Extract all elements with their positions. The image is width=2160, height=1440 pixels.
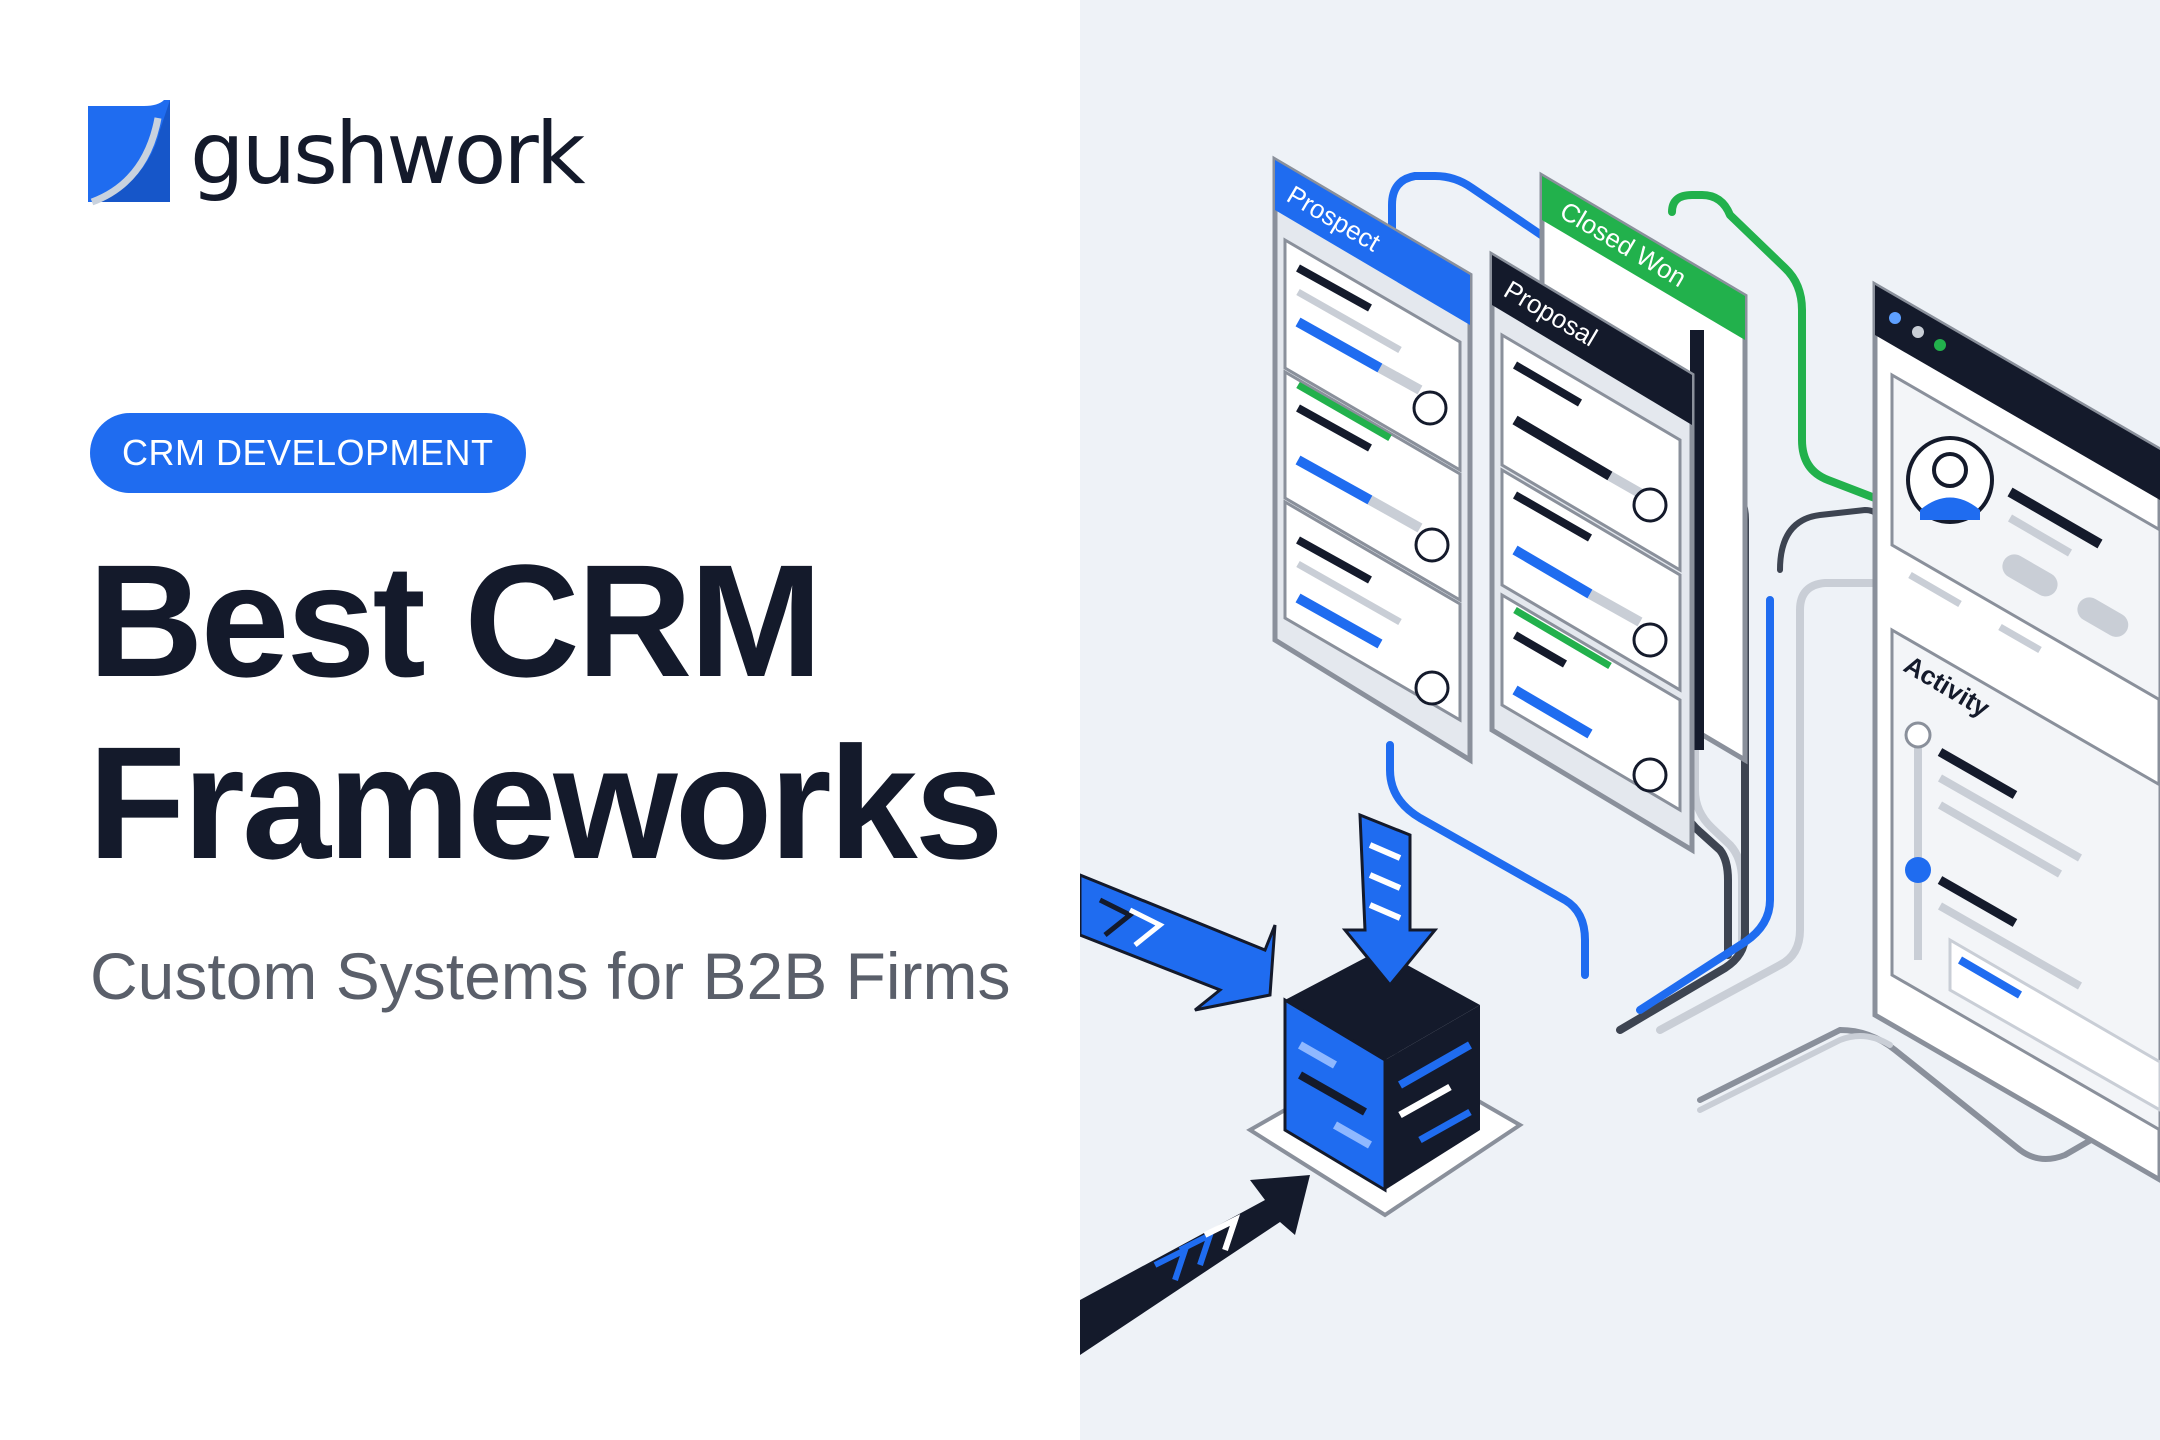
- column-prospect: Prospect: [1272, 155, 1473, 765]
- title-line-1: Best CRM: [88, 531, 823, 710]
- prospect-cards: [1283, 237, 1462, 723]
- column-proposal: Proposal: [1489, 250, 1695, 855]
- window-dot: [1912, 326, 1924, 338]
- window-dot: [1889, 312, 1901, 324]
- text-panel: gushwork CRM DEVELOPMENT Best CRM Framew…: [88, 100, 1011, 1013]
- arrow-right-icon: [1080, 873, 1277, 1012]
- category-tag: CRM DEVELOPMENT: [90, 413, 526, 493]
- folded-page-logo-icon: [88, 100, 170, 206]
- arrow-up-right-icon: [1080, 1175, 1310, 1355]
- title-line-2: Frameworks: [88, 713, 1004, 892]
- brand-name: gushwork: [190, 104, 586, 204]
- illustration-panel: Closed Won Prospect: [1080, 0, 2160, 1440]
- incoming-arrows: [1080, 873, 1310, 1355]
- data-hub-box: [1246, 812, 1524, 1218]
- brand-logo[interactable]: gushwork: [88, 100, 586, 208]
- page-title: Best CRM Frameworks: [88, 530, 1004, 894]
- crm-pipeline-illustration: Closed Won Prospect: [1080, 155, 2160, 1355]
- window-dot: [1934, 339, 1946, 351]
- page-subtitle: Custom Systems for B2B Firms: [90, 939, 1011, 1013]
- contact-detail-window: Activity: [1872, 280, 2160, 1183]
- arrow-down-icon: [1341, 812, 1439, 988]
- contact-avatar: [1906, 436, 1994, 524]
- proposal-cards: [1500, 332, 1682, 813]
